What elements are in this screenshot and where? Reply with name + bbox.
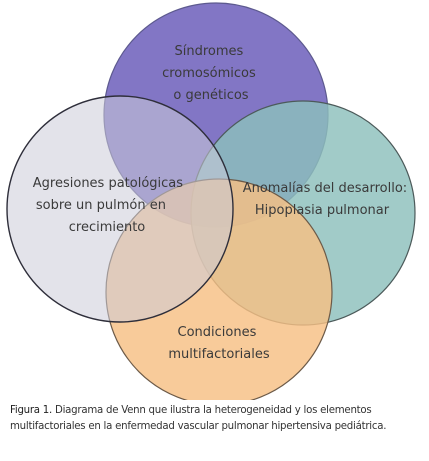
label-anomalias-line-1: Anomalías del desarrollo: — [243, 181, 407, 196]
label-agresiones: Agresiones patológicas sobre un pulmón e… — [33, 176, 187, 235]
figure-caption-text: Diagrama de Venn que ilustra la heteroge… — [10, 405, 387, 432]
figure-label: Figura 1. — [10, 405, 53, 416]
label-anomalias: Anomalías del desarrollo: Hipoplasia pul… — [243, 181, 412, 218]
label-sindromes-line-2: cromosómicos — [162, 66, 256, 81]
label-agresiones-line-1: Agresiones patológicas — [33, 176, 183, 191]
label-anomalias-line-2: Hipoplasia pulmonar — [255, 203, 390, 218]
label-sindromes-line-3: o genéticos — [173, 88, 248, 103]
label-condiciones: Condiciones multifactoriales — [168, 325, 269, 362]
circle-agresiones — [6, 95, 234, 323]
label-condiciones-line-1: Condiciones — [178, 325, 257, 340]
label-sindromes: Síndromes cromosómicos o genéticos — [162, 44, 260, 103]
label-sindromes-line-1: Síndromes — [175, 44, 244, 59]
venn-diagram: Síndromes cromosómicos o genéticos Anoma… — [6, 2, 416, 400]
label-agresiones-line-2: sobre un pulmón en — [36, 198, 166, 213]
label-condiciones-line-2: multifactoriales — [168, 347, 269, 362]
label-agresiones-line-3: crecimiento — [69, 220, 146, 235]
figure-caption: Figura 1. Diagrama de Venn que ilustra l… — [10, 403, 422, 435]
